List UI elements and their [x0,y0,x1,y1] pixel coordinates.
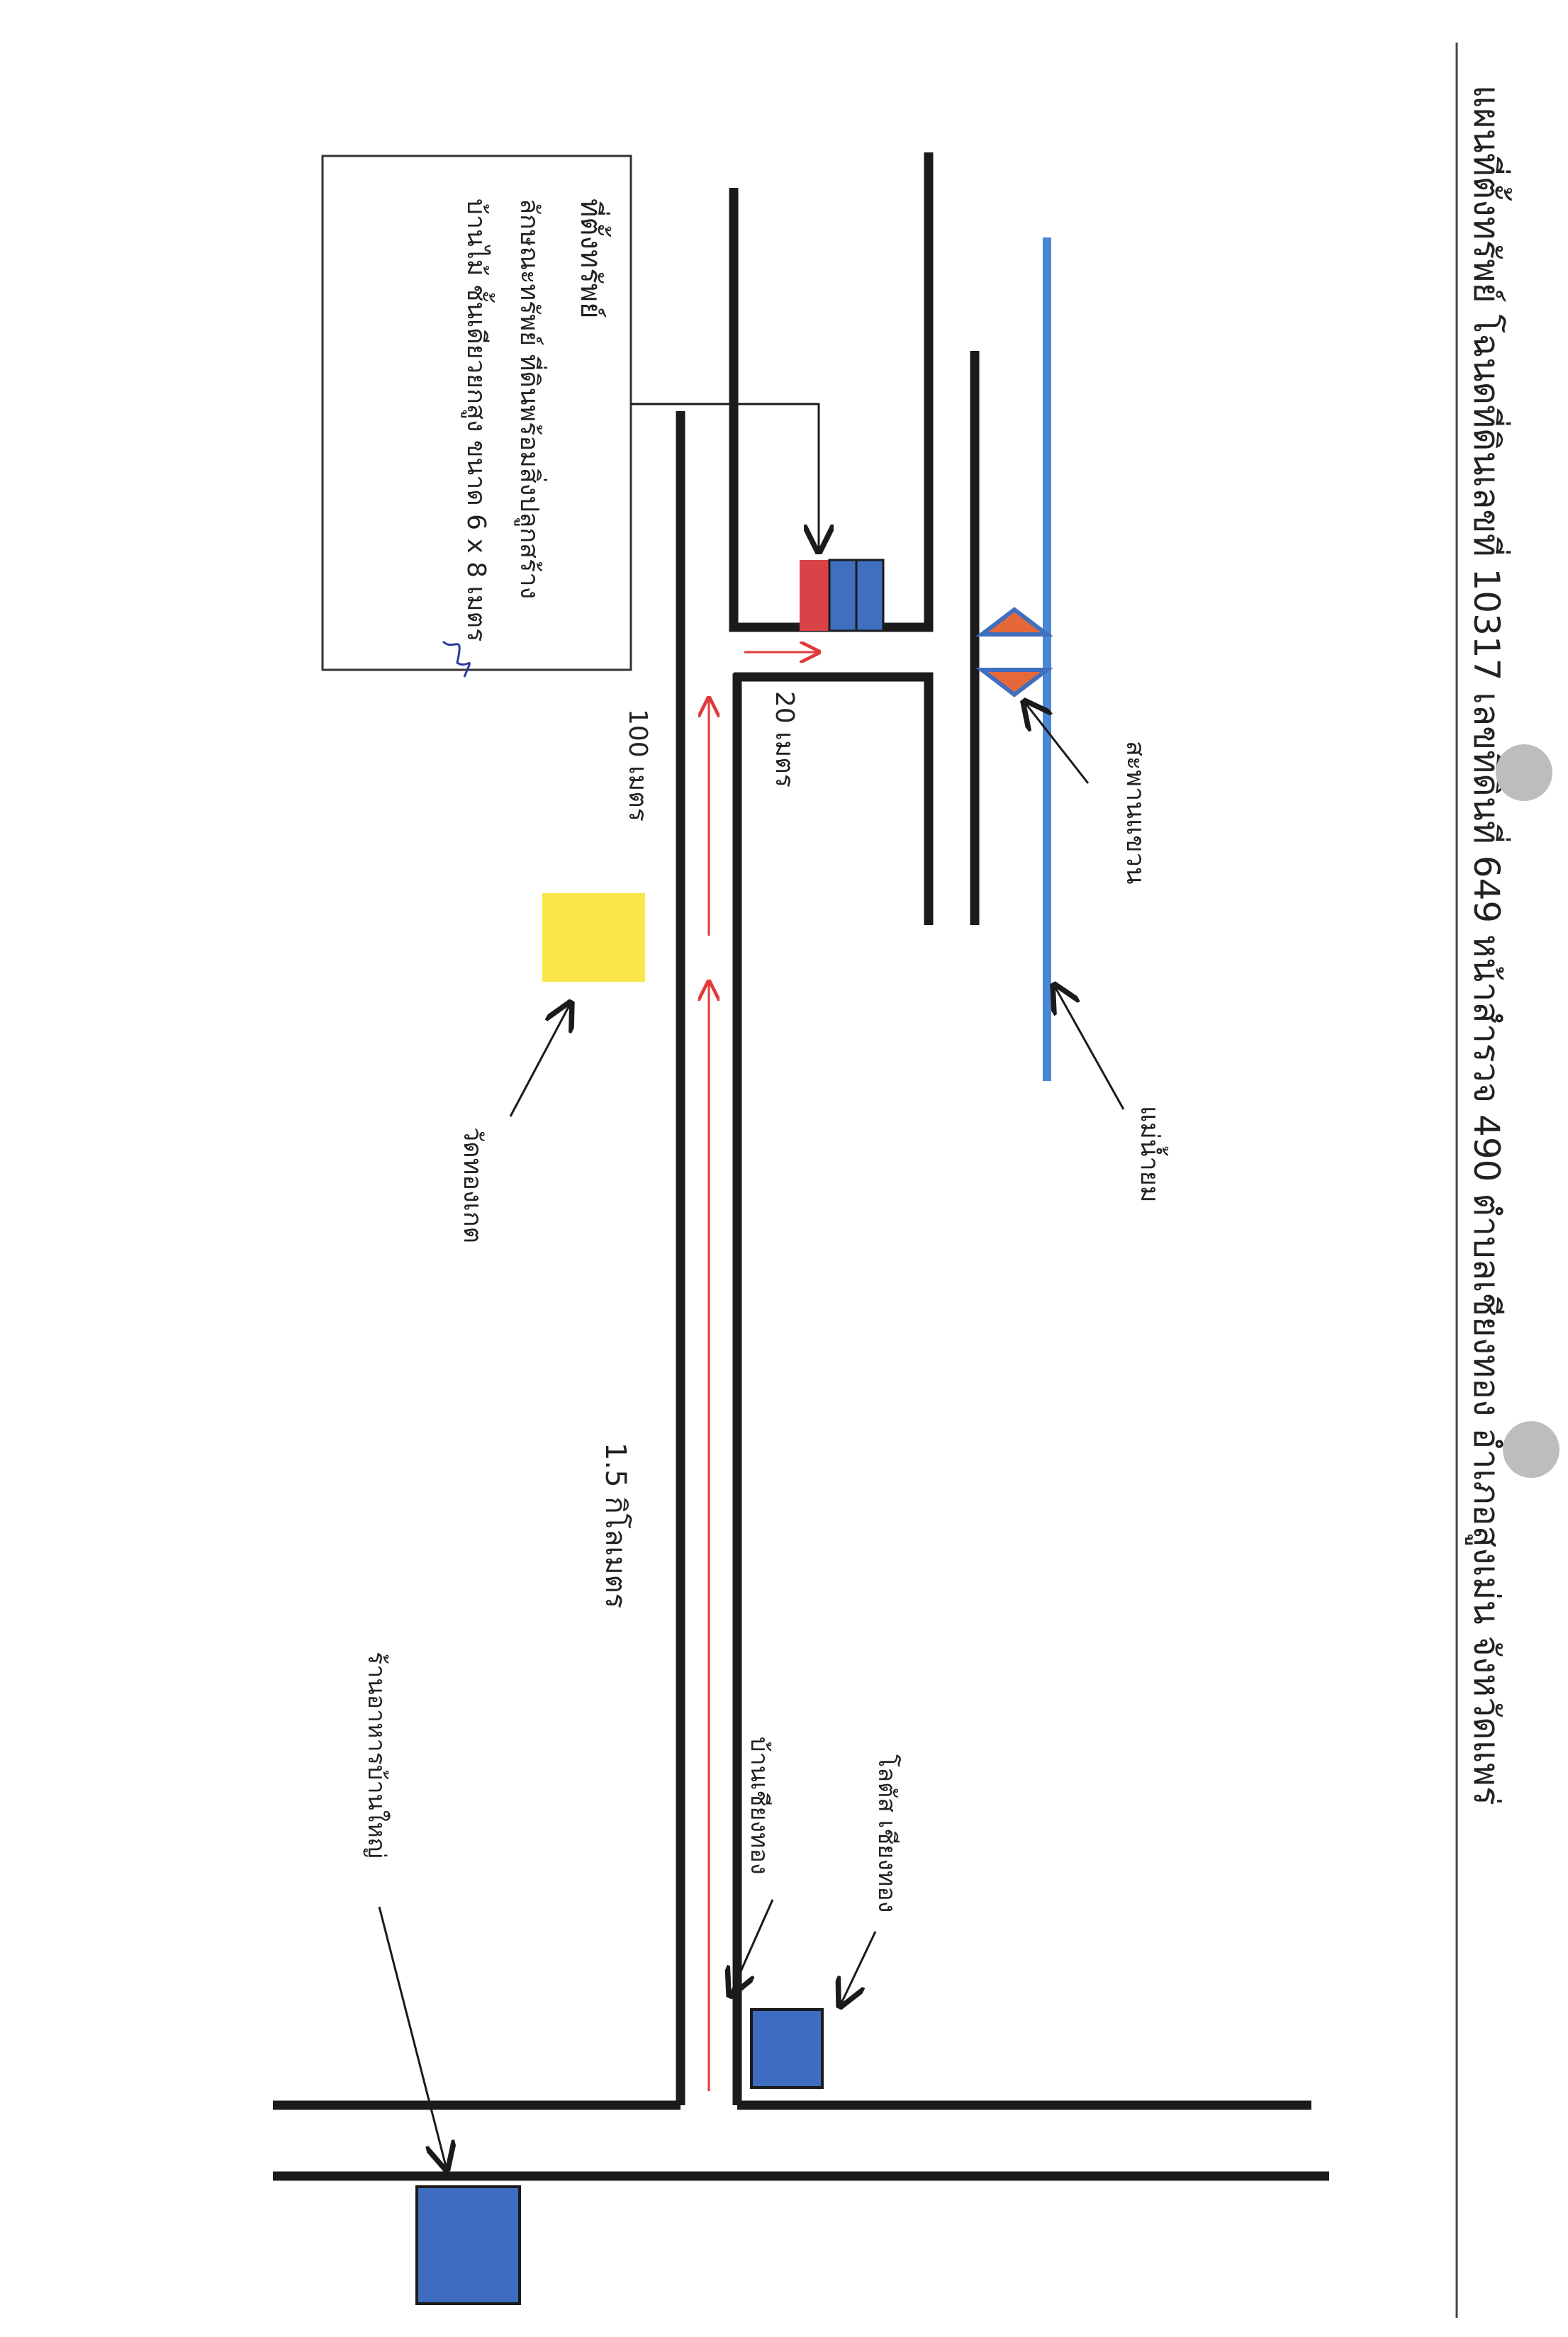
route-arrows [709,652,819,2091]
temple-label: วัดทองเกต [458,1127,487,1243]
info-box-title: ที่ตั้งทรัพย์ [574,198,612,319]
lotus-label: โลตัส เชียงทอง [873,1754,901,1912]
arrow-icon [840,1931,877,2006]
arrow-icon [1024,702,1090,784]
info-box-line2: บ้านไม้ ชั้นเดียวยกสูง ขนาด 6 x 8 เมตร [461,198,495,641]
village-label: บ้านเชียงทอง [745,1737,773,1875]
arrow-icon [1054,985,1125,1110]
roads [273,152,1329,2181]
restaurant-marker [415,2185,521,2305]
side-road-lower [734,672,934,925]
river-label: แม่น้ำยม [1135,1106,1169,1203]
bridge-label: สะพานแขวน [1121,741,1150,885]
signature-mark [442,640,471,678]
restaurant-label: ร้านอาหารบ้านใหญ่ [362,1652,391,1859]
property-red-block [800,560,829,631]
arrow-icon [378,1906,447,2169]
distance-1.5km-label: 1.5 กิโลเมตร [599,1442,632,1608]
bridge-icon [975,607,1053,697]
arrow-icon [509,1003,571,1117]
distance-20m-label: 20 เมตร [770,691,799,788]
punch-hole-mark [1496,744,1552,801]
info-box-line1: ลักษณะทรัพย์ ที่ดินพร้อมสิ่งปลูกสร้าง [514,198,547,599]
temple-marker [542,893,645,982]
side-road-upper-left [729,152,934,632]
map-header: แผนที่ตั้งทรัพย์ โฉนดที่ดินเลขที่ 10317 … [1465,85,1512,1805]
arrow-icon [730,1899,774,1995]
info-box [321,155,632,671]
distance-100m-label: 100 เมตร [623,709,652,822]
house-icon [800,559,885,632]
punch-hole-mark [1503,1421,1559,1478]
lotus-marker [750,2008,824,2089]
arrow-icon [631,403,819,551]
